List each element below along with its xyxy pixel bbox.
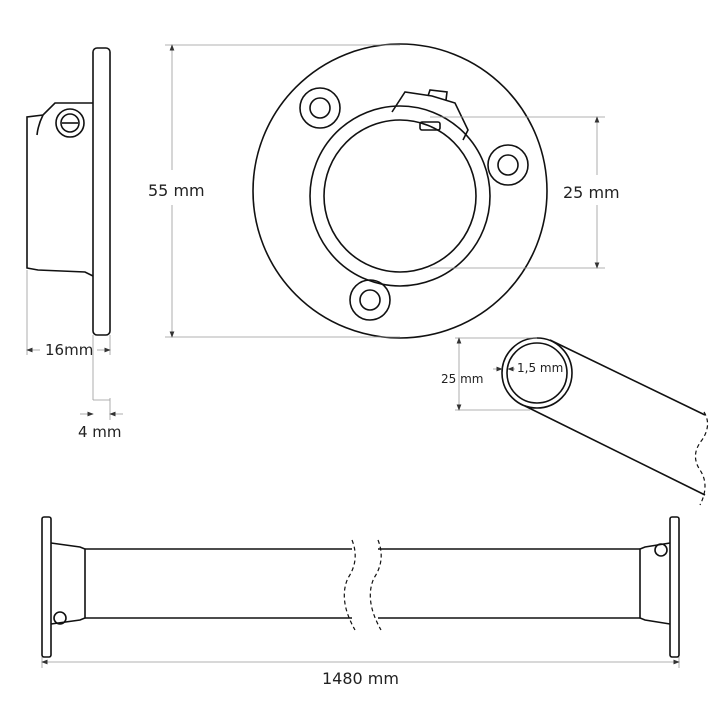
flange-diameter-label: 55 mm [148,181,205,200]
rod-assembly [41,516,680,658]
rod-length-label: 1480 mm [322,669,399,688]
dimension-inner-diameter: 25 mm [430,116,620,269]
dimension-plate-thickness: 4 mm [78,398,123,441]
tube-diameter-label: 25 mm [441,372,483,386]
dimension-rod-length: 1480 mm [41,657,680,688]
dimension-side-depth: 16mm [26,270,111,400]
inner-diameter-label: 25 mm [563,183,620,202]
plate-thickness-label: 4 mm [78,423,122,441]
flange-side-view [26,47,111,336]
flange-front-view [252,43,548,339]
dimension-flange-diameter: 55 mm [148,44,400,338]
side-depth-label: 16mm [45,341,93,359]
dimension-tube: 25 mm 1,5 mm [441,337,563,411]
tube-perspective [501,337,709,506]
wall-thickness-label: 1,5 mm [517,361,563,375]
